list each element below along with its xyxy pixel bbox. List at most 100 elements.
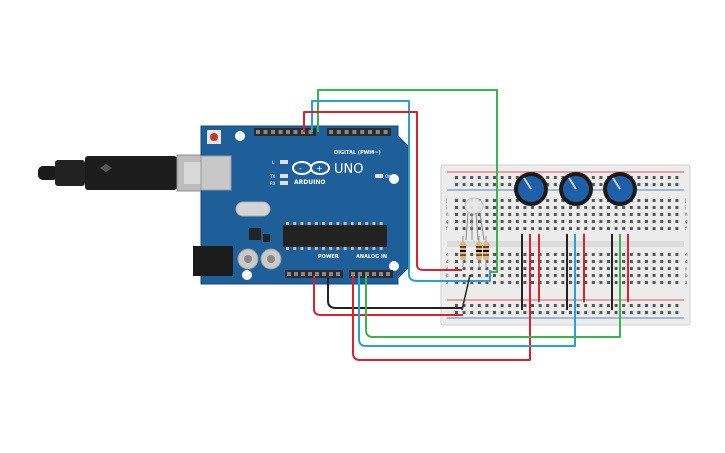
breadboard-hole[interactable] bbox=[584, 213, 588, 216]
breadboard-hole[interactable] bbox=[637, 281, 641, 284]
breadboard-hole[interactable] bbox=[508, 227, 512, 230]
breadboard-hole[interactable] bbox=[569, 220, 572, 223]
wire-red-5v[interactable] bbox=[313, 276, 463, 316]
breadboard-hole[interactable] bbox=[591, 260, 595, 263]
breadboard-hole[interactable] bbox=[462, 274, 466, 277]
breadboard-hole[interactable] bbox=[553, 176, 557, 179]
breadboard-hole[interactable] bbox=[515, 267, 519, 270]
breadboard-hole[interactable] bbox=[576, 227, 580, 230]
header-pin[interactable] bbox=[294, 272, 298, 276]
breadboard-hole[interactable] bbox=[637, 227, 641, 230]
breadboard-hole[interactable] bbox=[591, 311, 595, 314]
breadboard-hole[interactable] bbox=[561, 274, 565, 277]
breadboard-hole[interactable] bbox=[500, 183, 504, 186]
breadboard-hole[interactable] bbox=[462, 183, 466, 186]
breadboard-hole[interactable] bbox=[515, 253, 519, 256]
breadboard-hole[interactable] bbox=[455, 311, 458, 314]
breadboard-hole[interactable] bbox=[660, 206, 664, 209]
breadboard-hole[interactable] bbox=[553, 281, 557, 284]
breadboard-hole[interactable] bbox=[569, 311, 572, 314]
breadboard-hole[interactable] bbox=[629, 281, 633, 284]
breadboard-hole[interactable] bbox=[675, 281, 679, 284]
breadboard-hole[interactable] bbox=[660, 253, 664, 256]
breadboard-hole[interactable] bbox=[652, 281, 656, 284]
breadboard-hole[interactable] bbox=[462, 304, 466, 307]
breadboard-hole[interactable] bbox=[546, 183, 550, 186]
breadboard-hole[interactable] bbox=[599, 311, 603, 314]
breadboard-hole[interactable] bbox=[485, 281, 489, 284]
header-pin[interactable] bbox=[329, 130, 333, 134]
breadboard-hole[interactable] bbox=[675, 311, 679, 314]
breadboard-hole[interactable] bbox=[652, 213, 656, 216]
breadboard-hole[interactable] bbox=[553, 183, 557, 186]
header-pin[interactable] bbox=[308, 130, 313, 134]
breadboard-hole[interactable] bbox=[645, 183, 648, 186]
breadboard-hole[interactable] bbox=[508, 176, 512, 179]
breadboard-hole[interactable] bbox=[561, 267, 565, 270]
breadboard-hole[interactable] bbox=[667, 176, 671, 179]
breadboard-hole[interactable] bbox=[637, 206, 641, 209]
breadboard-hole[interactable] bbox=[629, 253, 633, 256]
breadboard-hole[interactable] bbox=[645, 253, 648, 256]
breadboard-hole[interactable] bbox=[652, 311, 656, 314]
breadboard-hole[interactable] bbox=[553, 260, 557, 263]
breadboard-hole[interactable] bbox=[576, 206, 580, 209]
header-pin[interactable] bbox=[360, 130, 365, 134]
rgb-led[interactable] bbox=[464, 197, 485, 241]
breadboard-hole[interactable] bbox=[576, 304, 580, 307]
breadboard-hole[interactable] bbox=[629, 227, 633, 230]
breadboard-hole[interactable] bbox=[569, 267, 572, 270]
breadboard-hole[interactable] bbox=[508, 281, 512, 284]
breadboard-hole[interactable] bbox=[660, 311, 664, 314]
breadboard-hole[interactable] bbox=[523, 260, 527, 263]
breadboard-hole[interactable] bbox=[569, 227, 572, 230]
breadboard-hole[interactable] bbox=[455, 260, 458, 263]
breadboard-hole[interactable] bbox=[493, 253, 496, 256]
breadboard-hole[interactable] bbox=[591, 274, 595, 277]
breadboard-hole[interactable] bbox=[629, 267, 633, 270]
breadboard-hole[interactable] bbox=[637, 274, 641, 277]
breadboard-hole[interactable] bbox=[591, 253, 595, 256]
breadboard-hole[interactable] bbox=[599, 206, 603, 209]
breadboard-hole[interactable] bbox=[500, 206, 504, 209]
breadboard-hole[interactable] bbox=[591, 304, 595, 307]
breadboard-hole[interactable] bbox=[622, 260, 626, 263]
breadboard-hole[interactable] bbox=[477, 281, 481, 284]
breadboard-hole[interactable] bbox=[569, 213, 572, 216]
breadboard-hole[interactable] bbox=[546, 227, 550, 230]
header-pin[interactable] bbox=[379, 272, 383, 276]
breadboard-hole[interactable] bbox=[493, 311, 496, 314]
breadboard-hole[interactable] bbox=[485, 267, 489, 270]
breadboard-hole[interactable] bbox=[561, 260, 565, 263]
breadboard-hole[interactable] bbox=[607, 253, 610, 256]
breadboard-hole[interactable] bbox=[614, 253, 618, 256]
breadboard-hole[interactable] bbox=[508, 220, 512, 223]
breadboard-hole[interactable] bbox=[553, 199, 557, 202]
breadboard-hole[interactable] bbox=[523, 227, 527, 230]
header-pin[interactable] bbox=[287, 272, 291, 276]
header-pin[interactable] bbox=[365, 272, 369, 276]
breadboard-hole[interactable] bbox=[485, 311, 489, 314]
breadboard-hole[interactable] bbox=[553, 220, 557, 223]
breadboard-hole[interactable] bbox=[470, 304, 474, 307]
breadboard-hole[interactable] bbox=[637, 176, 641, 179]
breadboard-hole[interactable] bbox=[523, 311, 527, 314]
breadboard-hole[interactable] bbox=[462, 213, 466, 216]
breadboard-hole[interactable] bbox=[622, 206, 626, 209]
breadboard-hole[interactable] bbox=[470, 260, 474, 263]
breadboard-hole[interactable] bbox=[500, 220, 504, 223]
breadboard-hole[interactable] bbox=[629, 206, 633, 209]
breadboard-hole[interactable] bbox=[531, 267, 534, 270]
breadboard-hole[interactable] bbox=[645, 267, 648, 270]
breadboard-hole[interactable] bbox=[645, 176, 648, 179]
breadboard-hole[interactable] bbox=[667, 183, 671, 186]
breadboard-hole[interactable] bbox=[515, 176, 519, 179]
breadboard-hole[interactable] bbox=[569, 304, 572, 307]
breadboard-hole[interactable] bbox=[538, 220, 542, 223]
breadboard-hole[interactable] bbox=[538, 304, 542, 307]
breadboard-hole[interactable] bbox=[675, 206, 679, 209]
breadboard-hole[interactable] bbox=[614, 267, 618, 270]
breadboard-hole[interactable] bbox=[508, 267, 512, 270]
potentiometer-3[interactable] bbox=[603, 172, 637, 206]
breadboard-hole[interactable] bbox=[576, 260, 580, 263]
